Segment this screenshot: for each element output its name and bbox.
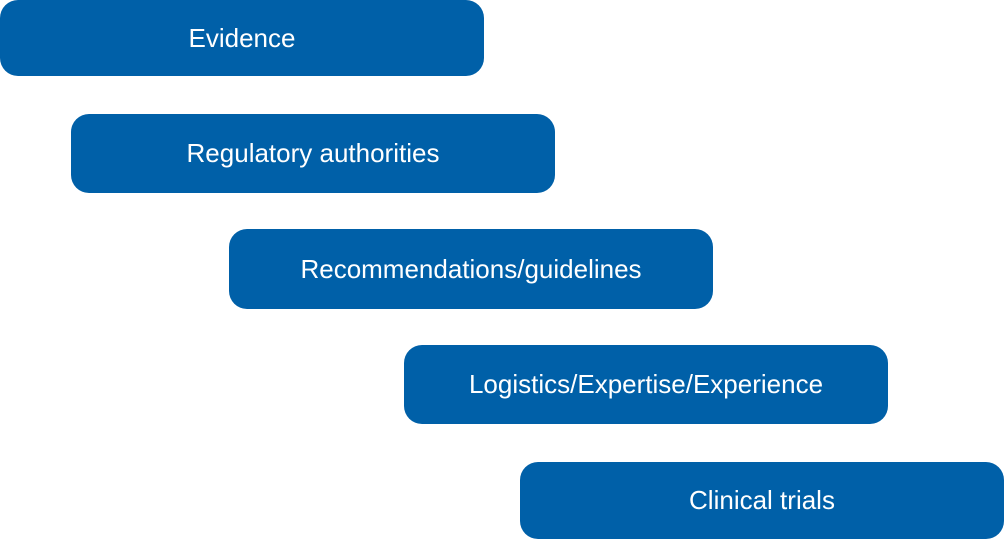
- step-box-regulatory-authorities: Regulatory authorities: [71, 114, 555, 193]
- step-label-regulatory-authorities: Regulatory authorities: [186, 138, 440, 168]
- step-box-clinical-trials: Clinical trials: [520, 462, 1004, 539]
- step-label-logistics-expertise-experience: Logistics/Expertise/Experience: [468, 369, 824, 399]
- step-label-evidence: Evidence: [188, 22, 296, 53]
- step-box-logistics-expertise-experience: Logistics/Expertise/Experience: [404, 345, 888, 424]
- step-label-recommendations-guidelines: Recommendations/guidelines: [300, 253, 642, 284]
- step-box-evidence: Evidence: [0, 0, 484, 76]
- step-box-recommendations-guidelines: Recommendations/guidelines: [229, 229, 713, 309]
- step-label-clinical-trials: Clinical trials: [689, 485, 835, 515]
